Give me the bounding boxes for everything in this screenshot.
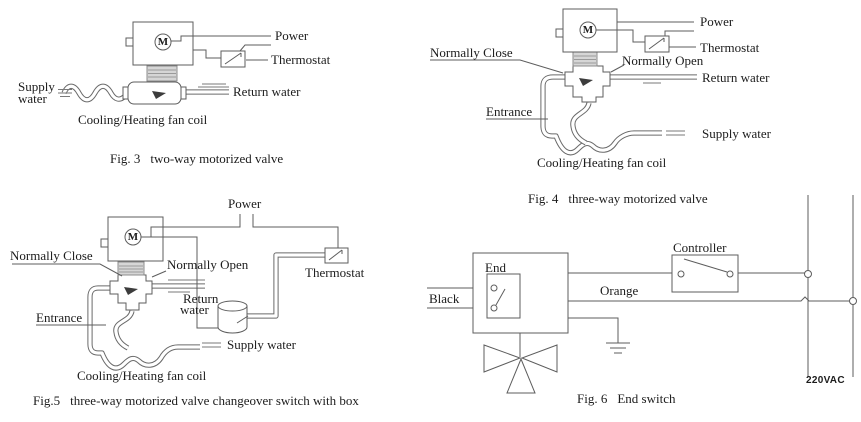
fig3-caption-title: two-way motorized valve — [150, 151, 284, 166]
fig5-label-normally-close: Normally Close — [10, 248, 93, 263]
fig6-end-switch-lever — [495, 288, 506, 306]
fig6-diagram — [427, 195, 857, 394]
fig5-label-supply-water: Supply water — [227, 337, 296, 352]
fig3-motor-circle — [154, 33, 172, 51]
fig6-label-end: End — [485, 260, 506, 275]
fig6-end-contact-box — [486, 273, 521, 319]
fig5-thermostat-box — [324, 247, 349, 264]
fig3-flow-arrow-icon — [152, 91, 166, 99]
fig3-label-fan-coil: Cooling/Heating fan coil — [78, 112, 208, 127]
fig3-motor-letter: M — [157, 35, 169, 48]
fig4-diagram — [430, 8, 697, 156]
fig6-end-contact-top — [490, 284, 498, 292]
fig3-label-supply-2: water — [18, 91, 47, 106]
fig6-power-rails — [807, 195, 854, 377]
fig6-rail-terminal-1 — [804, 270, 812, 278]
fig5-label-fan-coil: Cooling/Heating fan coil — [77, 368, 207, 383]
fig4-thermostat-box — [644, 35, 670, 53]
fig3-label-power: Power — [275, 28, 309, 43]
fig4-caption-number: Fig. 4 — [528, 191, 559, 206]
fig5-motor-letter: M — [127, 230, 139, 243]
fig5-motor-notch — [100, 238, 109, 248]
fig4-label-fan-coil: Cooling/Heating fan coil — [537, 155, 667, 170]
fig5-label-power: Power — [228, 196, 262, 211]
fig3-label-supply-1: Supply — [18, 79, 55, 94]
fig6-label-black: Black — [429, 291, 460, 306]
fig6-label-orange: Orange — [600, 283, 639, 298]
fig3-diagram — [58, 21, 271, 105]
fig5-supply-marks — [202, 342, 221, 348]
fig3-caption: Fig. 3 two-way motorized valve — [110, 151, 283, 167]
fig5-label-normally-open: Normally Open — [167, 257, 249, 272]
fig6-ground-wire — [568, 317, 619, 343]
fig5-label-entrance: Entrance — [36, 310, 83, 325]
fig4-normally-open-pointer — [610, 64, 625, 73]
fig4-label-thermostat: Thermostat — [700, 40, 760, 55]
fig6-rail-terminal-2 — [849, 297, 857, 305]
fig6-controller-contact-left — [677, 270, 685, 278]
fig5-power-wire-right — [252, 214, 339, 248]
fig4-motor-notch — [555, 28, 564, 38]
fig3-label-return-water: Return water — [233, 84, 301, 99]
fig5-label-return-1: Return — [183, 291, 219, 306]
fig4-caption-title: three-way motorized valve — [568, 191, 708, 206]
fig4-label-power: Power — [700, 14, 734, 29]
fig5-switch-lever — [236, 315, 249, 324]
fig6-caption: Fig. 6 End switch — [577, 391, 675, 407]
fig6-label-220vac: 220VAC — [806, 375, 845, 386]
fig6-ground-icon — [606, 342, 630, 354]
fig4-caption: Fig. 4 three-way motorized valve — [528, 191, 708, 207]
fig5-motor-wire — [141, 236, 218, 329]
fig4-label-entrance: Entrance — [486, 104, 533, 119]
fig5-flow-arrow-icon — [124, 287, 138, 295]
fig4-motor-letter: M — [582, 23, 594, 36]
fig5-normally-close-pointer — [12, 263, 123, 277]
fig5-normally-open-pointer — [151, 270, 167, 278]
fig5-switch-cylinder-top — [217, 300, 248, 312]
fig4-thermostat-wire — [596, 29, 645, 43]
fig4-label-supply-water: Supply water — [702, 126, 771, 141]
fig4-valve-body — [564, 65, 611, 103]
fig5-diagram — [12, 214, 349, 371]
fig5-label-return-2: water — [180, 302, 209, 317]
fig6-valve-symbol-right — [520, 344, 558, 373]
fig4-label-normally-close: Normally Close — [430, 45, 513, 60]
fig3-caption-number: Fig. 3 — [110, 151, 141, 166]
fig5-caption-number: Fig.5 — [33, 393, 61, 408]
fig3-motor-notch — [125, 37, 134, 47]
fig4-normally-close-pointer — [430, 59, 564, 74]
fig6-controller-contact-right — [726, 270, 734, 278]
fig5-power-wire-left — [150, 214, 241, 237]
fig6-orange-wire — [568, 296, 850, 302]
fig3-label-thermostat: Thermostat — [271, 52, 331, 67]
fig5-caption-title: three-way motorized valve changeover swi… — [70, 393, 359, 408]
fig6-caption-title: End switch — [617, 391, 676, 406]
fig4-flow-arrow-icon — [579, 78, 593, 86]
fig6-valve-symbol-left — [483, 344, 522, 373]
fig6-caption-number: Fig. 6 — [577, 391, 608, 406]
fig4-supply-marks — [666, 130, 685, 136]
fig4-label-normally-open: Normally Open — [622, 53, 704, 68]
fig5-caption: Fig.5 three-way motorized valve changeove… — [33, 393, 359, 409]
fig4-label-return-water: Return water — [702, 70, 770, 85]
fig3-thermostat-switch — [224, 52, 242, 65]
fig6-valve-symbol-bottom — [506, 357, 536, 394]
fig3-pipe-break-marks — [58, 89, 72, 97]
fig5-thermostat-switch — [328, 249, 343, 261]
fig6-end-contact-bottom — [490, 304, 498, 312]
fig4-thermostat-switch — [648, 37, 665, 50]
fig3-power-wire — [171, 35, 271, 42]
fig6-label-controller: Controller — [673, 240, 727, 255]
fig3-thermostat-wire — [193, 49, 221, 59]
fig6-controller-lever — [683, 258, 728, 273]
fig5-label-thermostat: Thermostat — [305, 265, 365, 280]
